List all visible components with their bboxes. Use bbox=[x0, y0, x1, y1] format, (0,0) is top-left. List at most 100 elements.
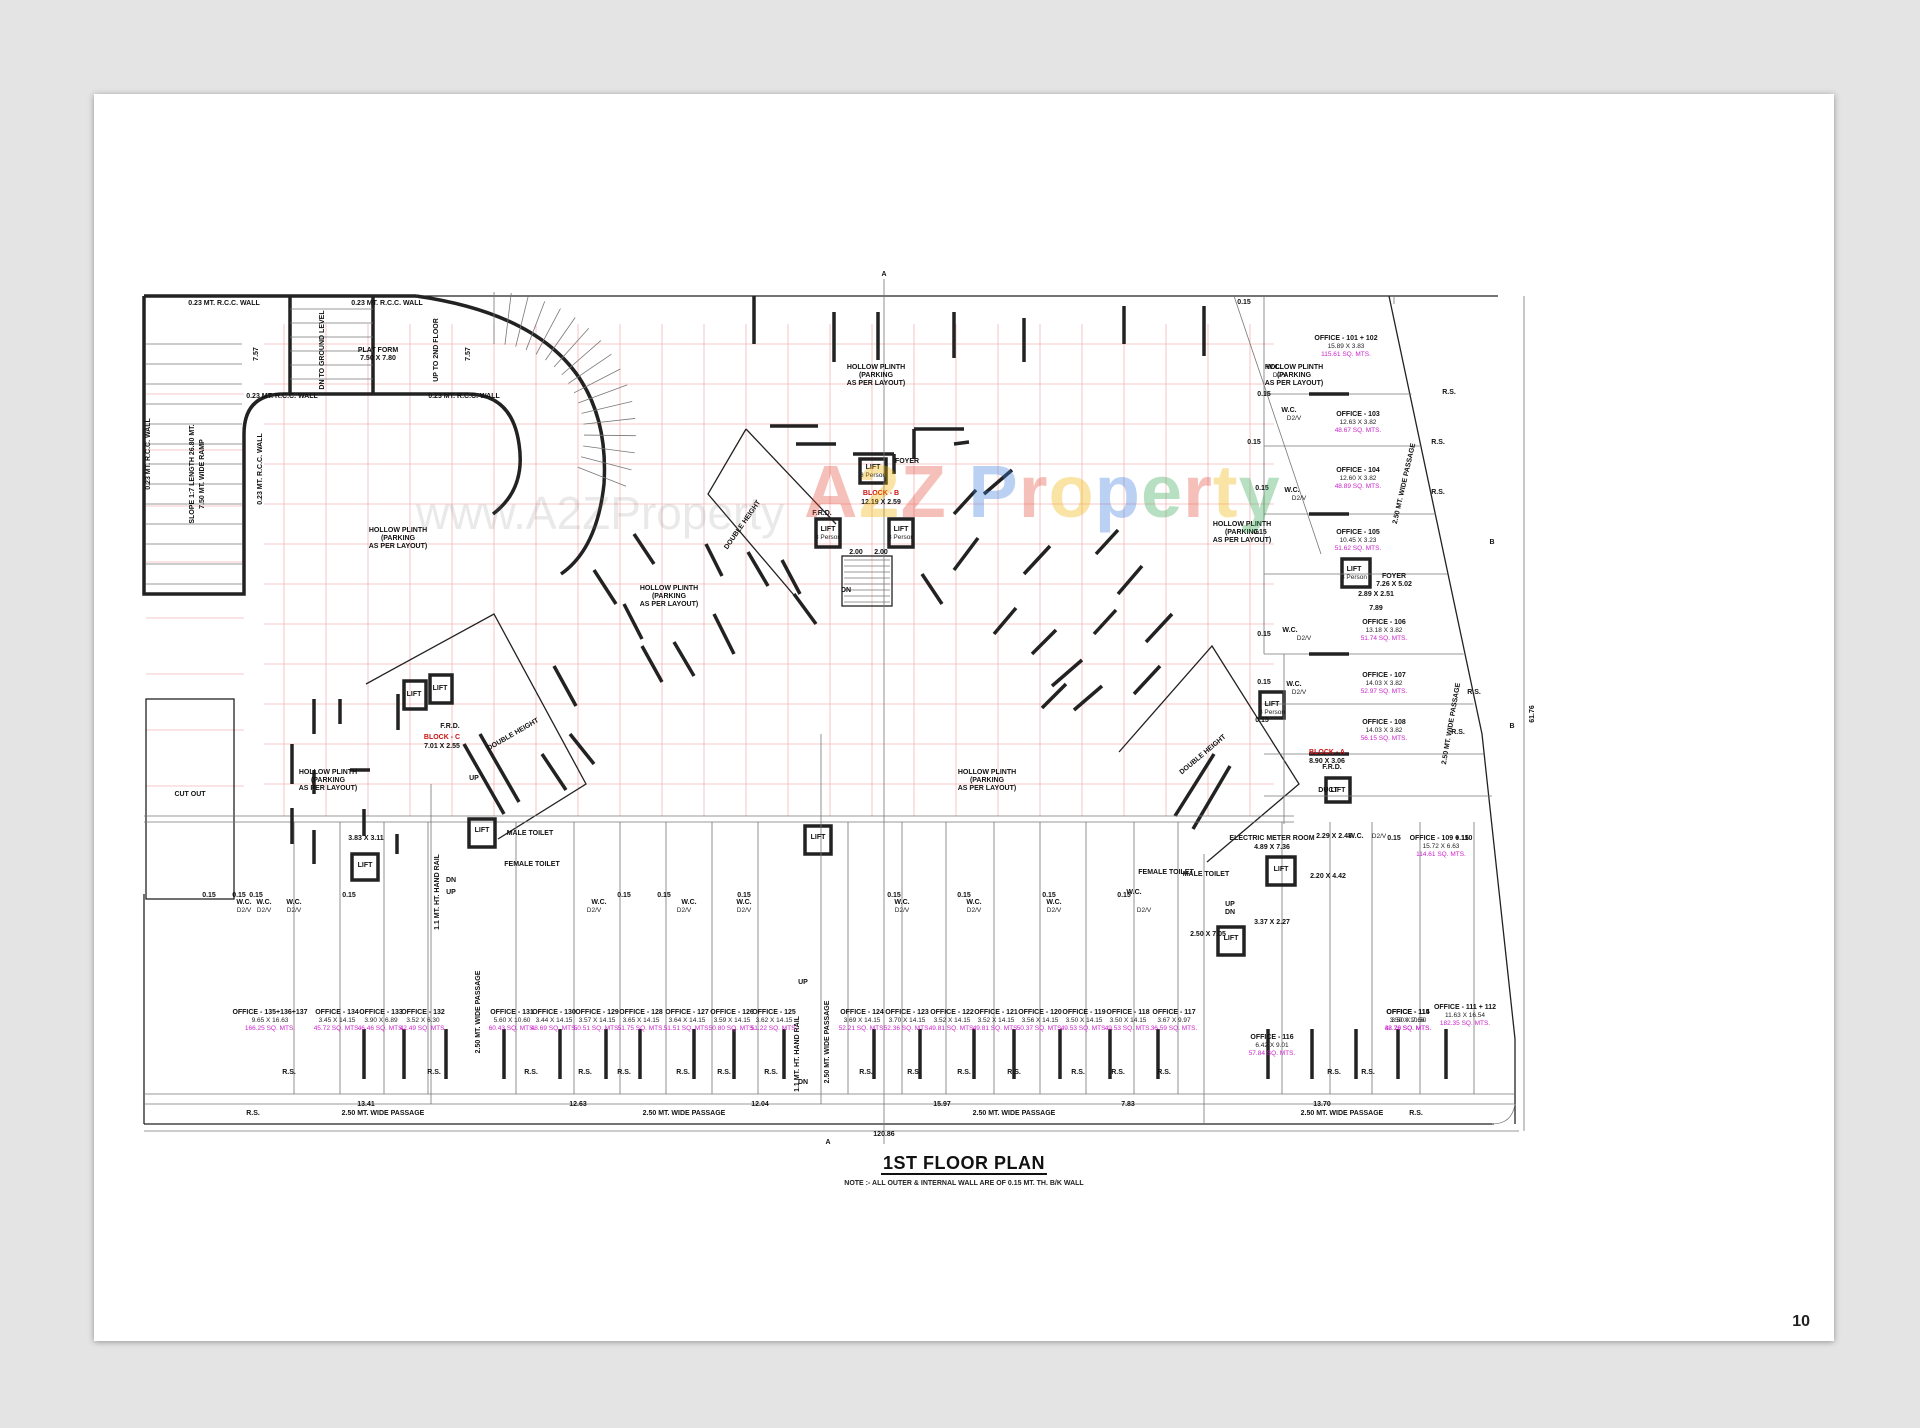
stair-up: UP bbox=[798, 979, 808, 986]
fixed-labels: 0.23 MT. R.C.C. WALL 0.23 MT. R.C.C. WAL… bbox=[145, 271, 1536, 1146]
electric-meter-dim: 4.89 X 7.36 bbox=[1254, 844, 1290, 851]
office-carpet-area: 166.25 SQ. MTS. bbox=[245, 1025, 295, 1032]
wc-label: W.C. bbox=[1126, 889, 1141, 896]
office-name: OFFICE - 114 bbox=[1386, 1009, 1429, 1016]
foyer-label: FOYER bbox=[1382, 573, 1406, 580]
wall-thickness: 0.15 bbox=[657, 892, 671, 899]
lift-label: LIFT bbox=[1274, 866, 1289, 873]
lift-label: LIFT bbox=[811, 834, 826, 841]
rs-label: R.S. bbox=[764, 1069, 778, 1076]
wc-label: W.C. bbox=[1266, 364, 1281, 371]
office-carpet-area: 182.35 SQ. MTS. bbox=[1440, 1020, 1490, 1027]
parking-label: (PARKING bbox=[311, 777, 346, 784]
watermark-letter: y bbox=[1238, 450, 1281, 533]
ramp-dim: 7.57 bbox=[253, 347, 260, 361]
wc-label: W.C. bbox=[1281, 407, 1296, 414]
office-name: OFFICE - 106 bbox=[1362, 619, 1406, 626]
wall-thickness: 0.15 bbox=[202, 892, 216, 899]
room-dim: 2.89 X 2.51 bbox=[1358, 591, 1394, 598]
fire-door-label: F.R.D. bbox=[1322, 764, 1342, 771]
wc-label: W.C. bbox=[966, 899, 981, 906]
rs-label: R.S. bbox=[1327, 1069, 1341, 1076]
hollow-plinth-label: HOLLOW PLINTH bbox=[1265, 364, 1323, 371]
lift-label: LIFT bbox=[1265, 701, 1280, 708]
office-carpet-area: 38.76 SQ. MTS. bbox=[1385, 1025, 1432, 1032]
office-carpet-area: 49.53 SQ. MTS. bbox=[1061, 1025, 1108, 1032]
foyer-dim: 7.26 X 5.02 bbox=[1376, 581, 1412, 588]
room-dim: 2.50 X 7.05 bbox=[1190, 931, 1226, 938]
lift-label: LIFT bbox=[866, 464, 881, 471]
office-dimension: 3.50 X 14.15 bbox=[1110, 1017, 1147, 1024]
office-carpet-area: 52.36 SQ. MTS. bbox=[884, 1025, 931, 1032]
office-carpet-area: 115.61 SQ. MTS. bbox=[1321, 351, 1371, 358]
office-carpet-area: 48.67 SQ. MTS. bbox=[1335, 427, 1382, 434]
d2v-label: D2/V bbox=[737, 907, 752, 914]
office-name: OFFICE - 122 bbox=[930, 1009, 974, 1016]
block-c-dim: 7.01 X 2.55 bbox=[424, 743, 460, 750]
office-name: OFFICE - 130 bbox=[532, 1009, 576, 1016]
office-carpet-area: 49.53 SQ. MTS. bbox=[1105, 1025, 1152, 1032]
foyer-label: FOYER bbox=[895, 458, 919, 465]
office-dimension: 12.63 X 3.82 bbox=[1340, 419, 1377, 426]
office-carpet-area: 51.22 SQ. MTS. bbox=[751, 1025, 798, 1032]
office-carpet-area: 45.72 SQ. MTS. bbox=[314, 1025, 361, 1032]
wc-label: W.C. bbox=[236, 899, 251, 906]
passage-label: 2.50 MT. WIDE PASSAGE bbox=[1392, 442, 1418, 524]
hollow-plinth-label: HOLLOW PLINTH bbox=[847, 364, 905, 371]
wc-label: W.C. bbox=[1284, 487, 1299, 494]
d2v-label: D2/V bbox=[1137, 907, 1152, 914]
block-a-label: BLOCK - A bbox=[1309, 749, 1345, 756]
d2v-label: D2/V bbox=[1292, 495, 1307, 502]
wall-thickness: 0.15 bbox=[887, 892, 901, 899]
ramp-width-label: 7.50 MT. WIDE RAMP bbox=[199, 439, 206, 509]
office-dimension: 10.45 X 3.23 bbox=[1340, 537, 1377, 544]
office-name: OFFICE - 101 + 102 bbox=[1314, 335, 1377, 342]
office-name: OFFICE - 108 bbox=[1362, 719, 1406, 726]
d2v-label: D2/V bbox=[1292, 689, 1307, 696]
layout-label: AS PER LAYOUT) bbox=[299, 785, 357, 792]
wall-thickness: 0.15 bbox=[1247, 439, 1261, 446]
parking-label: (PARKING bbox=[859, 372, 894, 379]
parking-label: (PARKING bbox=[1277, 372, 1312, 379]
section-marker: B bbox=[1489, 539, 1494, 546]
office-name: OFFICE - 124 bbox=[840, 1009, 884, 1016]
stair-up: UP bbox=[469, 775, 479, 782]
wall-thickness: 0.15 bbox=[1042, 892, 1056, 899]
lift-capacity: 8 Person bbox=[888, 534, 914, 541]
office-carpet-area: 52.97 SQ. MTS. bbox=[1361, 688, 1408, 695]
office-carpet-area: 52.21 SQ. MTS. bbox=[839, 1025, 886, 1032]
wall-thickness: 0.15 bbox=[232, 892, 246, 899]
office-dimension: 14.03 X 3.82 bbox=[1366, 727, 1403, 734]
parking-label: (PARKING bbox=[1225, 529, 1260, 536]
watermark-letter: r bbox=[1018, 450, 1049, 533]
stair-down: DN bbox=[1225, 909, 1235, 916]
rcc-wall-label: 0.23 MT. R.C.C. WALL bbox=[188, 300, 260, 307]
d2v-label: D2/V bbox=[1287, 415, 1302, 422]
office-carpet-area: 48.69 SQ. MTS. bbox=[531, 1025, 578, 1032]
office-carpet-area: 114.61 SQ. MTS. bbox=[1416, 851, 1466, 858]
rcc-wall-label: 0.23 MT. R.C.C. WALL bbox=[145, 417, 152, 489]
section-marker: B bbox=[1509, 723, 1514, 730]
floor-plan-drawing: 0.23 MT. R.C.C. WALL 0.23 MT. R.C.C. WAL… bbox=[142, 271, 1536, 1146]
segment-dim: 15.97 bbox=[933, 1101, 951, 1108]
wc-label: W.C. bbox=[1286, 681, 1301, 688]
hollow-plinth-label: HOLLOW PLINTH bbox=[640, 585, 698, 592]
office-name: OFFICE - 119 bbox=[1062, 1009, 1105, 1016]
room-dim: 7.89 bbox=[1369, 605, 1383, 612]
segment-dim: 12.04 bbox=[751, 1101, 769, 1108]
lift-label: LIFT bbox=[894, 526, 909, 533]
office-name: OFFICE - 125 bbox=[752, 1009, 796, 1016]
rs-label: R.S. bbox=[1007, 1069, 1021, 1076]
office-name: OFFICE - 104 bbox=[1336, 467, 1380, 474]
office-carpet-area: 50.37 SQ. MTS. bbox=[1017, 1025, 1064, 1032]
office-carpet-area: 48.89 SQ. MTS. bbox=[1335, 483, 1382, 490]
block-c-label: BLOCK - C bbox=[424, 734, 460, 741]
wall-thickness: 0.15 bbox=[617, 892, 631, 899]
office-carpet-area: 60.43 SQ. MTS. bbox=[489, 1025, 536, 1032]
wall-thickness: 0.15 bbox=[1387, 835, 1401, 842]
lift-label: LIFT bbox=[433, 685, 448, 692]
